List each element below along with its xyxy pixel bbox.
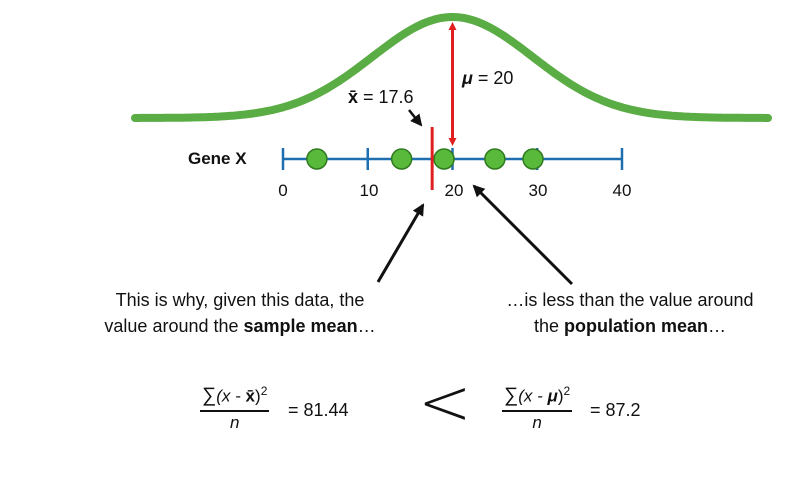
left-caption-line1: This is why, given this data, the [115,290,365,310]
left-numerator: ∑(x - x̄)2 [200,384,270,412]
right-variance-fraction: ∑(x - μ)2 n [502,384,573,433]
population-mean-label: μ = 20 [462,68,513,89]
left-caption-arrow [376,203,425,283]
right-numerator: ∑(x - μ)2 [502,384,573,412]
tick-label: 40 [612,181,632,200]
population-mean-symbol: μ [462,68,473,88]
population-mean-value: = 20 [472,68,514,88]
right-caption: …is less than the value around the popul… [470,287,790,339]
left-caption: This is why, given this data, the value … [70,287,410,339]
data-point [433,148,455,170]
gene-label: Gene X [188,149,247,168]
number-line [281,148,624,170]
population-mean-term: population mean [564,316,709,336]
left-sample-mean-symbol: x̄ [245,386,256,406]
sample-mean-symbol: x̄ [348,87,359,107]
right-population-mean-symbol: μ [547,386,558,406]
left-caption-line2: value around the sample mean… [104,316,376,336]
tick-label: 0 [278,181,288,200]
right-caption-line2: the population mean… [533,316,727,336]
right-denominator: n [532,412,542,432]
right-caption-line1: …is less than the value around [506,290,754,310]
sample-mean-value: = 17.6 [358,87,414,107]
right-result: = 87.2 [590,400,641,420]
left-result: = 81.44 [288,400,349,420]
right-caption-arrow [472,184,574,286]
less-than-symbol: < [418,366,472,440]
data-point [390,148,413,170]
sample-mean-label-pointer [408,109,423,127]
sample-mean-label: x̄ = 17.6 [348,87,414,108]
data-point [484,148,506,170]
tick-label: 10 [359,181,379,200]
left-variance-fraction: ∑(x - x̄)2 n [200,384,270,433]
population-distribution-curve [131,13,772,122]
tick-label: 30 [528,181,548,200]
data-point [306,148,328,170]
left-denominator: n [229,412,240,432]
tick-label: 20 [444,181,464,200]
data-point [522,148,544,170]
sample-mean-term: sample mean [243,316,358,336]
